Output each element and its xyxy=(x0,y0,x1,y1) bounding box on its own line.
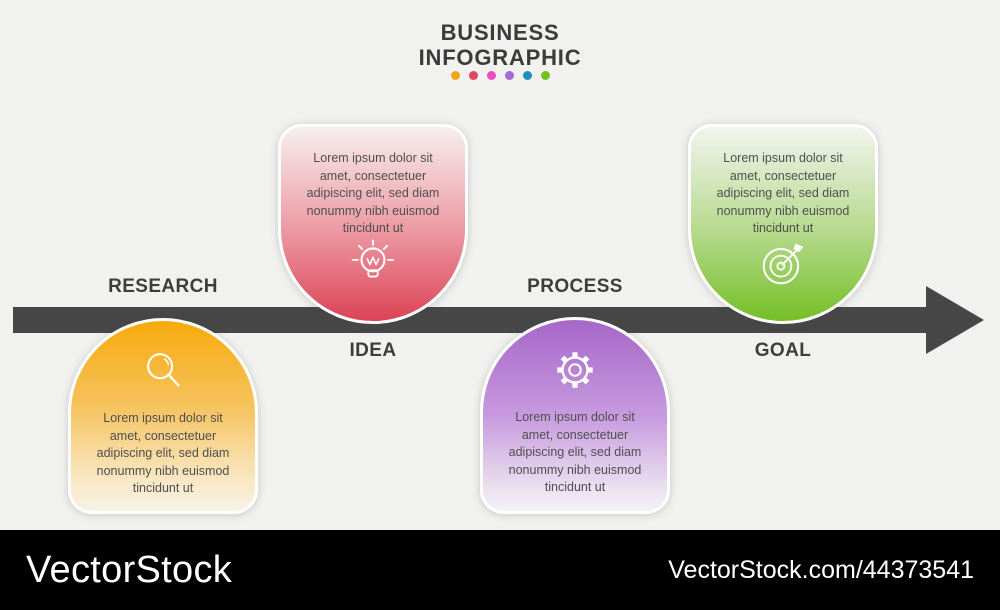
step-description-goal: Lorem ipsum dolor sit amet, consectetuer… xyxy=(716,151,850,235)
title-line-1: BUSINESS xyxy=(440,20,560,45)
accent-dot-red xyxy=(468,71,478,80)
accent-dot-green xyxy=(540,71,550,80)
step-card-idea: Lorem ipsum dolor sit amet, consectetuer… xyxy=(278,124,468,324)
step-card-goal: Lorem ipsum dolor sit amet, consectetuer… xyxy=(688,124,878,324)
step-description-process: Lorem ipsum dolor sit amet, consectetuer… xyxy=(508,410,642,494)
step-card-research: Lorem ipsum dolor sit amet, consectetuer… xyxy=(68,318,258,514)
accent-dot-magenta xyxy=(486,71,496,80)
step-card-process: Lorem ipsum dolor sit amet, consectetuer… xyxy=(480,317,670,514)
gear-icon xyxy=(552,347,598,393)
step-label-idea: IDEA xyxy=(349,340,397,361)
vectorstock-logo: VectorStock xyxy=(26,548,233,591)
step-label-goal: GOAL xyxy=(754,340,812,361)
title-accent-dots xyxy=(0,71,1000,80)
accent-dot-orange xyxy=(450,71,460,80)
title-line-2: INFOGRAPHIC xyxy=(418,45,582,70)
step-description-idea: Lorem ipsum dolor sit amet, consectetuer… xyxy=(306,151,440,235)
lightbulb-icon xyxy=(348,238,398,288)
step-label-research: RESEARCH xyxy=(108,276,218,297)
target-icon xyxy=(758,238,808,288)
magnifier-icon xyxy=(140,348,186,394)
accent-dot-purple xyxy=(504,71,514,80)
accent-dot-teal xyxy=(522,71,532,80)
vectorstock-url: VectorStock.com/44373541 xyxy=(668,555,974,584)
step-description-research: Lorem ipsum dolor sit amet, consectetuer… xyxy=(96,411,230,495)
timeline-arrow-head-icon xyxy=(926,286,984,354)
page-title: BUSINESS INFOGRAPHIC xyxy=(0,20,1000,70)
watermark-bar: VectorStock VectorStock.com/44373541 xyxy=(0,530,1000,610)
step-label-process: PROCESS xyxy=(527,276,623,297)
